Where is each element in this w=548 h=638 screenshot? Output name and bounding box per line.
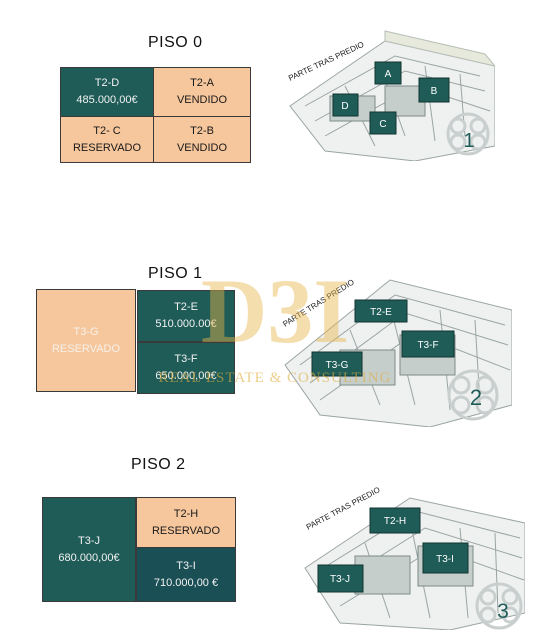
plan-tag-t3-g[interactable]: T3-G [311,351,363,377]
svg-text:D: D [341,101,348,112]
plan-tag-a[interactable]: A [374,61,402,85]
svg-text:T3-F: T3-F [417,340,438,351]
plan-tag-d[interactable]: D [332,93,359,117]
floor-title-2: PISO 2 [131,456,186,473]
plan-number: 3 [497,600,509,623]
unit-code: T3-J [78,534,100,547]
unit-t3-g[interactable]: T3-G RESERVADO [36,289,136,392]
unit-status: VENDIDO [176,141,228,154]
unit-status: RESERVADO [72,141,142,154]
floor-title-0: PISO 0 [148,34,203,51]
unit-status: 485.000,00€ [76,94,138,106]
plan-tag-c[interactable]: C [369,111,397,135]
unit-code: T3-G [73,325,99,338]
plan-tag-t3-j[interactable]: T3-J [317,564,364,593]
unit-t2-d[interactable]: T2-D 485.000,00€ [60,67,154,117]
knot-emblem-icon [475,582,523,630]
unit-t2-b[interactable]: T2-B VENDIDO [153,116,251,163]
unit-status: RESERVADO [151,524,221,537]
svg-text:T3-I: T3-I [436,554,454,565]
plan-tag-t2-e[interactable]: T2-E [354,299,408,323]
unit-code: T2-D [94,77,120,89]
svg-text:B: B [431,86,438,97]
unit-t2-h[interactable]: T2-H RESERVADO [136,497,236,548]
knot-emblem-icon [447,369,499,421]
unit-code: T3-I [176,559,196,572]
unit-t2-c[interactable]: T2- C RESERVADO [60,116,154,163]
unit-status: VENDIDO [176,94,228,106]
floor-title-1: PISO 1 [148,265,203,282]
plan-tag-b[interactable]: B [418,77,450,103]
unit-code: T3-F [174,353,198,365]
svg-text:T3-G: T3-G [326,360,349,371]
unit-status: 650.000,00€ [155,370,217,382]
svg-text:T3-J: T3-J [330,574,350,585]
knot-emblem-icon [446,112,490,156]
svg-text:T2-H: T2-H [384,516,406,527]
unit-status: RESERVADO [51,342,121,355]
svg-text:T2-E: T2-E [370,307,392,318]
unit-status: 710.000,00 € [153,576,219,589]
plan-number: 1 [463,130,474,152]
svg-text:C: C [379,119,386,130]
plan-tag-t2-h[interactable]: T2-H [369,507,421,534]
unit-code: T2-B [190,124,214,137]
unit-t2-e[interactable]: T2-E 510.000.00€ [137,290,235,342]
floor-plan-1: PARTE TRAS PREDIO T2-E T3-F T3-G 2 [281,277,512,427]
unit-t3-i[interactable]: T3-I 710.000,00 € [136,547,236,602]
unit-status: 680.000,00€ [58,551,120,564]
plan-number: 2 [470,385,482,410]
unit-t3-f[interactable]: T3-F 650.000,00€ [137,342,235,394]
unit-t2-a[interactable]: T2-A VENDIDO [153,67,251,117]
unit-code: T2-H [173,507,199,520]
plan-tag-t3-i[interactable]: T3-I [422,542,469,574]
unit-code: T2-A [190,77,214,89]
floor-plan-0: PARTE TRAS PREDIO A B C D 1 [287,30,495,161]
unit-code: T2-E [174,301,198,313]
svg-text:A: A [385,69,392,80]
unit-code: T2- C [93,124,121,137]
plan-tag-t3-f[interactable]: T3-F [401,330,455,358]
unit-t3-j[interactable]: T3-J 680.000,00€ [42,497,136,602]
floor-plan-2: PARTE TRAS PREDIO T2-H T3-I T3-J 3 [304,485,525,630]
unit-status: 510.000.00€ [155,318,217,330]
